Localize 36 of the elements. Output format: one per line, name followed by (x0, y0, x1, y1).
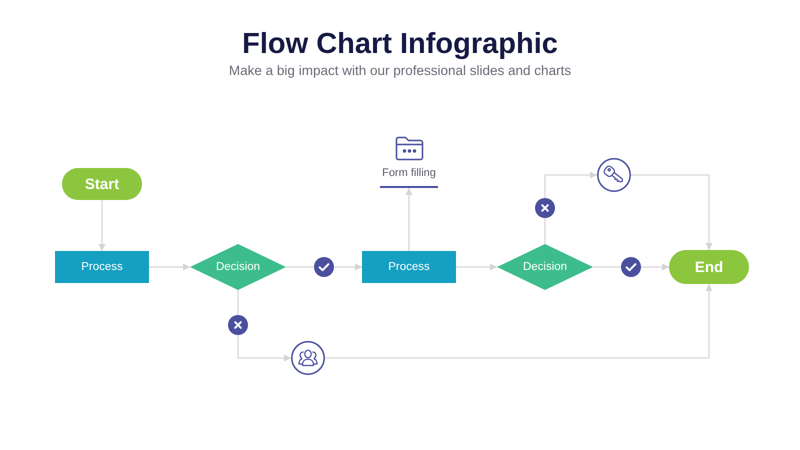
connector-arrow (237, 335, 291, 362)
node-label: Decision (216, 260, 260, 274)
connector-arrow (631, 174, 712, 250)
connector-arrow (149, 264, 190, 270)
node-label: Decision (522, 260, 568, 274)
terminator-pill (62, 168, 142, 200)
connector-arrow (406, 188, 412, 251)
subtitle: Make a big impact with our professional slides and charts (228, 63, 572, 79)
connector-line (544, 218, 546, 244)
terminator-pill (669, 250, 749, 284)
connector-arrow (98, 200, 106, 251)
connector-line (237, 290, 239, 315)
connector-arrow (544, 172, 597, 198)
process-box (55, 251, 149, 283)
decision-diamond (497, 244, 593, 290)
cross-icon (535, 198, 555, 218)
cross-icon (228, 315, 248, 335)
node-label: Process (388, 260, 430, 274)
node-label: Process (81, 260, 123, 274)
connector-line (593, 266, 621, 268)
decision-diamond (190, 244, 286, 290)
node-label: End (694, 258, 724, 276)
check-icon (621, 257, 641, 277)
process-box (362, 251, 456, 283)
key-icon (597, 158, 631, 192)
connector-arrow (325, 284, 712, 359)
connector-arrow (641, 264, 669, 270)
title: Flow Chart Infographic (242, 27, 558, 61)
connector-arrow (334, 264, 362, 270)
underlined-caption (380, 136, 438, 188)
connector-line (286, 266, 314, 268)
people-icon (291, 341, 325, 375)
node-label: Form filling (382, 166, 436, 180)
check-icon (314, 257, 334, 277)
node-label: Start (84, 174, 120, 194)
connector-arrow (456, 264, 497, 270)
